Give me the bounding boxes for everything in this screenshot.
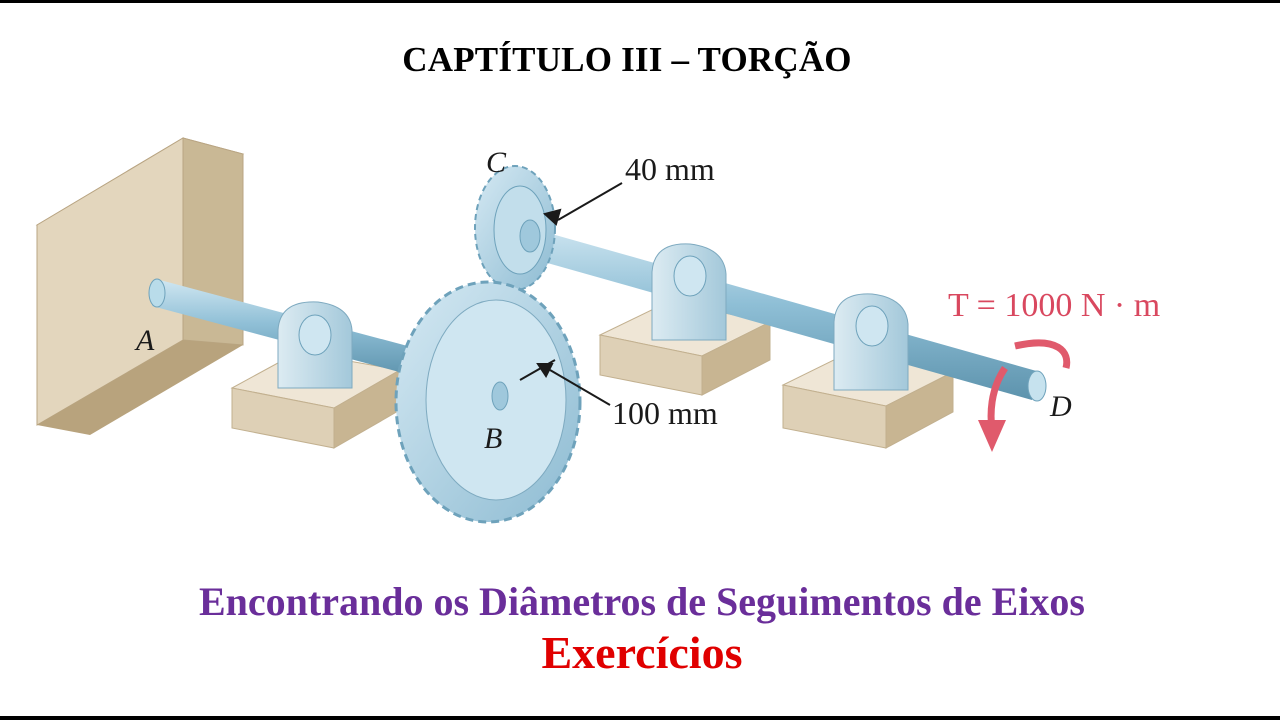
fixed-wall <box>35 137 245 435</box>
dimension-leaders <box>519 182 623 406</box>
label-torque: T = 1000 N · m <box>948 287 1160 324</box>
label-point-a: A <box>134 324 155 357</box>
label-point-d: D <box>1049 390 1072 423</box>
gear-b <box>394 280 582 524</box>
bearing-middle <box>651 243 727 341</box>
bottom-frame-line <box>0 716 1280 720</box>
chapter-title: CAPTÍTULO III – TORÇÃO <box>402 40 852 79</box>
bearing-left <box>277 301 353 389</box>
gear-c <box>474 165 556 291</box>
label-point-b: B <box>484 422 502 455</box>
top-frame-line <box>0 0 1280 3</box>
label-point-c: C <box>486 146 507 179</box>
label-gear-c-radius: 40 mm <box>625 151 715 187</box>
bearing-right <box>833 293 909 391</box>
torque-arrow <box>978 339 1071 452</box>
label-gear-b-radius: 100 mm <box>612 395 718 431</box>
section-label-exercises: Exercícios <box>541 627 743 678</box>
subtitle: Encontrando os Diâmetros de Seguimentos … <box>199 579 1085 624</box>
